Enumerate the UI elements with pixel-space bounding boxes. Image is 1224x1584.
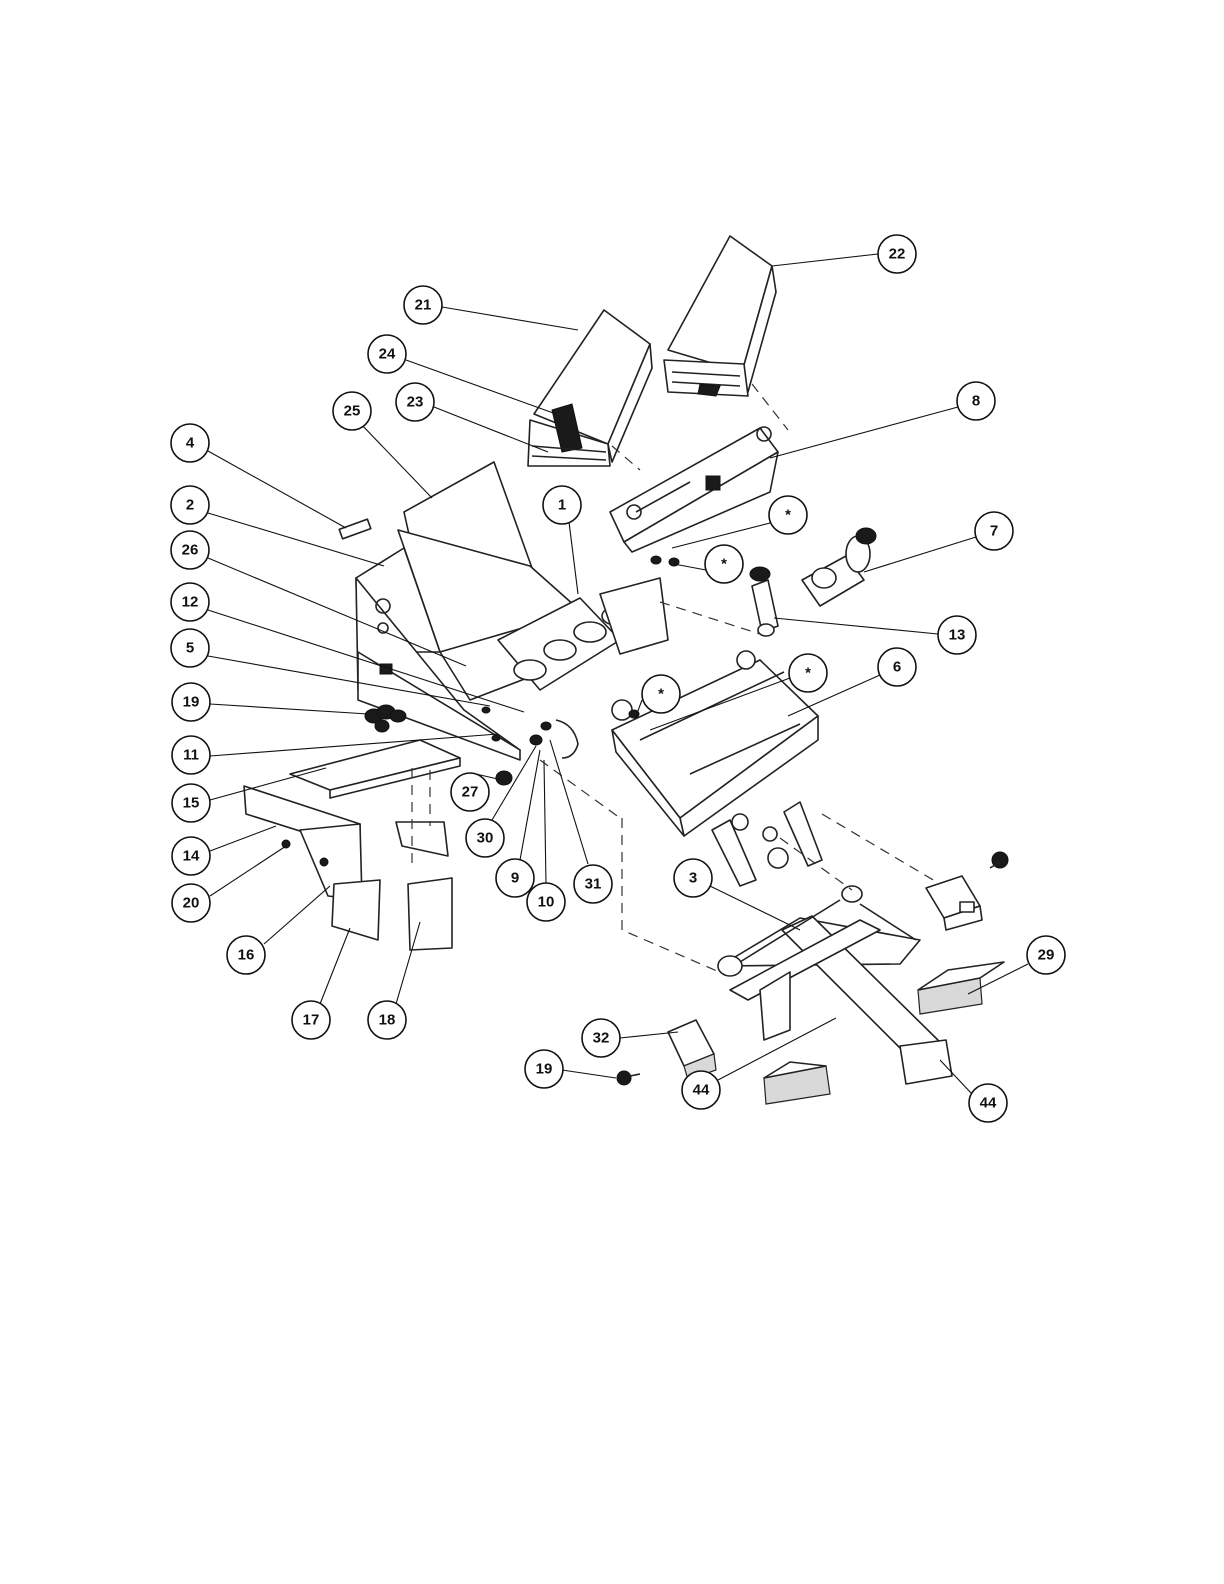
callout-44-left[interactable]: 44: [682, 1071, 720, 1109]
base-assembly-3: [718, 886, 952, 1084]
callout-18[interactable]: 18: [368, 1001, 406, 1039]
callout-14-label: 14: [183, 848, 200, 865]
callout-15[interactable]: 15: [172, 784, 210, 822]
callout-7-label: 7: [990, 523, 998, 540]
callout-4-label: 4: [186, 435, 195, 452]
callout-29-label: 29: [1038, 947, 1055, 964]
callout-9[interactable]: 9: [496, 859, 534, 897]
callout-1[interactable]: 1: [543, 486, 581, 524]
callout-32-label: 32: [593, 1030, 610, 1047]
callout-19-lower-label: 19: [536, 1061, 553, 1078]
callout-13-label: 13: [949, 627, 966, 644]
callout-5[interactable]: 5: [171, 629, 209, 667]
callout-19-upper-label: 19: [183, 694, 200, 711]
callout-20-label: 20: [183, 895, 200, 912]
callout-25-label: 25: [344, 403, 361, 420]
callout-44-right-label: 44: [980, 1095, 997, 1112]
callout-17[interactable]: 17: [292, 1001, 330, 1039]
callout-16-label: 16: [238, 947, 255, 964]
callout-14[interactable]: 14: [172, 837, 210, 875]
callout-16[interactable]: 16: [227, 936, 265, 974]
bracket-32: [668, 1020, 716, 1080]
callout-star-a-label: *: [785, 507, 791, 524]
callout-star-d-label: *: [658, 686, 664, 703]
callout-star-b-label: *: [721, 556, 727, 573]
callout-24-label: 24: [379, 346, 396, 363]
callout-3[interactable]: 3: [674, 859, 712, 897]
callout-27-label: 27: [462, 784, 479, 801]
callout-star-c-label: *: [805, 665, 811, 682]
shaft-13: [750, 567, 778, 636]
callout-25[interactable]: 25: [333, 392, 371, 430]
callout-17-label: 17: [303, 1012, 320, 1029]
callout-23[interactable]: 23: [396, 383, 434, 421]
block-29: [918, 962, 1004, 1014]
callout-11-label: 11: [183, 747, 199, 764]
callout-12-label: 12: [182, 594, 199, 611]
callout-19-lower[interactable]: 19: [525, 1050, 563, 1088]
callout-21-label: 21: [415, 297, 432, 314]
callout-star-d[interactable]: *: [642, 675, 680, 713]
callout-24[interactable]: 24: [368, 335, 406, 373]
callout-23-label: 23: [407, 394, 424, 411]
feed-tray-22: [664, 236, 776, 396]
callout-10-label: 10: [538, 894, 555, 911]
callout-15-label: 15: [183, 795, 200, 812]
callout-6-label: 6: [893, 659, 901, 676]
side-plate-8: [610, 427, 778, 552]
block-upper-right: [926, 876, 982, 930]
callout-7[interactable]: 7: [975, 512, 1013, 550]
callout-9-label: 9: [511, 870, 519, 887]
motor-assembly-7: [802, 528, 876, 606]
callout-3-label: 3: [689, 870, 697, 887]
callout-32[interactable]: 32: [582, 1019, 620, 1057]
callout-2-label: 2: [186, 497, 194, 514]
callout-26-label: 26: [182, 542, 199, 559]
callout-5-label: 5: [186, 640, 194, 657]
callout-31-label: 31: [585, 876, 602, 893]
callout-27[interactable]: 27: [451, 773, 489, 811]
bar-15: [290, 740, 460, 798]
callout-6[interactable]: 6: [878, 648, 916, 686]
knob-19-lower: [617, 1071, 640, 1085]
callout-8-label: 8: [972, 393, 980, 410]
callout-21[interactable]: 21: [404, 286, 442, 324]
callout-20[interactable]: 20: [172, 884, 210, 922]
callout-12[interactable]: 12: [171, 583, 209, 621]
knob-upper-right: [990, 852, 1008, 868]
callout-44-right[interactable]: 44: [969, 1084, 1007, 1122]
callout-star-c[interactable]: *: [789, 654, 827, 692]
plate-17: [332, 880, 380, 940]
callout-30[interactable]: 30: [466, 819, 504, 857]
callout-22[interactable]: 22: [878, 235, 916, 273]
callout-1-label: 1: [558, 497, 566, 514]
callout-11[interactable]: 11: [172, 736, 210, 774]
plate-18: [396, 822, 452, 950]
feed-tray-21: [528, 310, 652, 466]
callout-star-a[interactable]: *: [769, 496, 807, 534]
callout-22-label: 22: [889, 246, 906, 263]
callout-star-b[interactable]: *: [705, 545, 743, 583]
callout-18-label: 18: [379, 1012, 396, 1029]
callout-26[interactable]: 26: [171, 531, 209, 569]
callout-4[interactable]: 4: [171, 424, 209, 462]
callout-30-label: 30: [477, 830, 494, 847]
callout-29[interactable]: 29: [1027, 936, 1065, 974]
callout-2[interactable]: 2: [171, 486, 209, 524]
callout-10[interactable]: 10: [527, 883, 565, 921]
callout-19-upper[interactable]: 19: [172, 683, 210, 721]
callout-44-left-label: 44: [693, 1082, 710, 1099]
block-lower: [764, 1062, 830, 1104]
callout-8[interactable]: 8: [957, 382, 995, 420]
callout-13[interactable]: 13: [938, 616, 976, 654]
callout-31[interactable]: 31: [574, 865, 612, 903]
